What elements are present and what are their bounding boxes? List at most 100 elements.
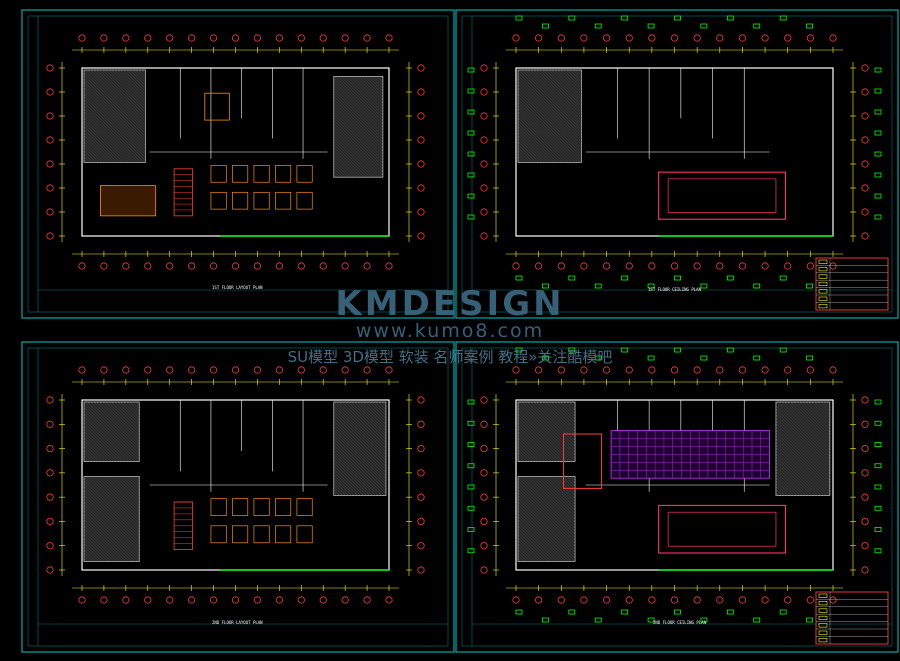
hatched-stair-hatch [333,84,384,134]
ceiling-tag [647,283,655,289]
axis-bubble [716,262,724,270]
hatched-core-hatch [83,138,109,163]
ceiling-tag [674,275,681,281]
axis-bubble [480,232,488,240]
axis-bubble [738,262,747,270]
hatched-core-hatch [517,434,546,462]
hatched-core-hatch [572,401,576,405]
axis-bubble [166,366,174,374]
hatched-core-hatch [517,410,570,462]
furniture-table [232,191,249,210]
hatched-roof-hatch [333,462,367,496]
axis-bubble [557,262,565,270]
furniture-table [210,165,227,183]
axis-bubble [625,596,633,604]
hatched-roof-hatch [333,453,376,496]
axis-bubble [738,596,747,604]
hatched-roof-hatch [775,423,830,478]
ceiling-tag [874,420,882,426]
hatched-roof-hatch [333,411,387,464]
axis-bubble [341,34,349,42]
hatched-roof-hatch [333,438,387,491]
ceiling-tag [674,347,681,353]
axis-bubble [209,34,218,42]
legend-symbol [818,638,828,643]
hatched-core-hatch [83,549,97,562]
ceiling-tag [779,275,787,281]
hatched-core-hatch [517,555,525,562]
hatched-core-hatch [557,401,576,420]
hatched-core-hatch [524,69,582,127]
hatched-roof-hatch [781,401,830,451]
hatched-core-hatch [117,401,140,424]
hatched-core-hatch [129,401,140,412]
hatched-core-hatch [517,87,582,151]
ceiling-tag [467,399,475,405]
hatched-core-hatch [83,147,100,163]
axis-bubble [480,493,488,501]
hatched-core-hatch [534,476,576,517]
hatched-core-hatch [83,483,140,539]
hatched-roof-hatch [351,401,387,437]
hatched-core-hatch [569,69,582,82]
hatched-core-hatch [130,476,140,485]
hatched-roof-hatch [808,401,830,424]
axis-bubble [297,262,305,270]
axis-bubble [861,88,869,96]
hatched-core-hatch [99,401,140,442]
hatched-core-hatch [517,108,573,163]
hatched-core-hatch [517,138,543,163]
hatched-core-hatch [138,401,140,403]
axis-bubble [480,396,488,404]
axis-bubble [46,566,54,574]
hatched-core-hatch [83,123,124,163]
hatched-core-hatch [83,153,94,163]
hatched-core-hatch [554,401,576,423]
ceiling-tag [753,355,761,361]
hatched-core [517,476,576,562]
hatched-roof-hatch [333,426,387,479]
hatched-roof-hatch [775,441,830,496]
hatched-stair-hatch [333,147,364,178]
hatched-roof-hatch [775,489,783,496]
hatched-core-hatch [527,69,582,124]
legend-symbol [818,608,828,613]
axis-bubble [209,596,218,604]
ceiling-tag [874,172,882,178]
sheet-second-floor-layout [21,341,455,653]
hatched-core-hatch [551,401,576,426]
hatched-core-hatch [83,126,121,163]
axis-bubble [46,184,54,192]
axis-bubble [535,366,543,374]
hatched-core-hatch [83,129,118,163]
axis-bubble [46,160,54,168]
hatched-core-hatch [542,401,576,435]
furniture-table [253,165,270,183]
hatched-core-hatch [93,401,140,448]
hatched-core-hatch [517,81,582,145]
axis-bubble [188,366,196,374]
hatched-core-hatch [548,69,582,103]
hatched-core-hatch [533,69,582,118]
ceiling-tag [542,283,549,289]
hatched-stair-hatch [340,76,384,119]
hatched-roof-hatch [333,444,385,496]
hatched-roof-hatch [333,432,387,485]
hatched-core-hatch [521,401,576,456]
hatched-core-hatch [517,525,555,562]
hatched-roof-hatch [775,408,830,463]
hatched-core-hatch [517,513,567,562]
hatched-roof-hatch [339,401,387,449]
hatched-core-hatch [517,102,579,163]
hatched-core-hatch [126,69,146,89]
axis-bubble [417,232,425,240]
hatched-roof-hatch [775,456,816,496]
hatched-core [83,401,140,462]
axis-bubble [319,262,327,270]
axis-bubble [761,262,769,270]
axis-bubble [806,34,814,42]
hatched-core-hatch [573,476,576,478]
axis-bubble [297,366,305,374]
hatched-roof-hatch [805,401,830,427]
